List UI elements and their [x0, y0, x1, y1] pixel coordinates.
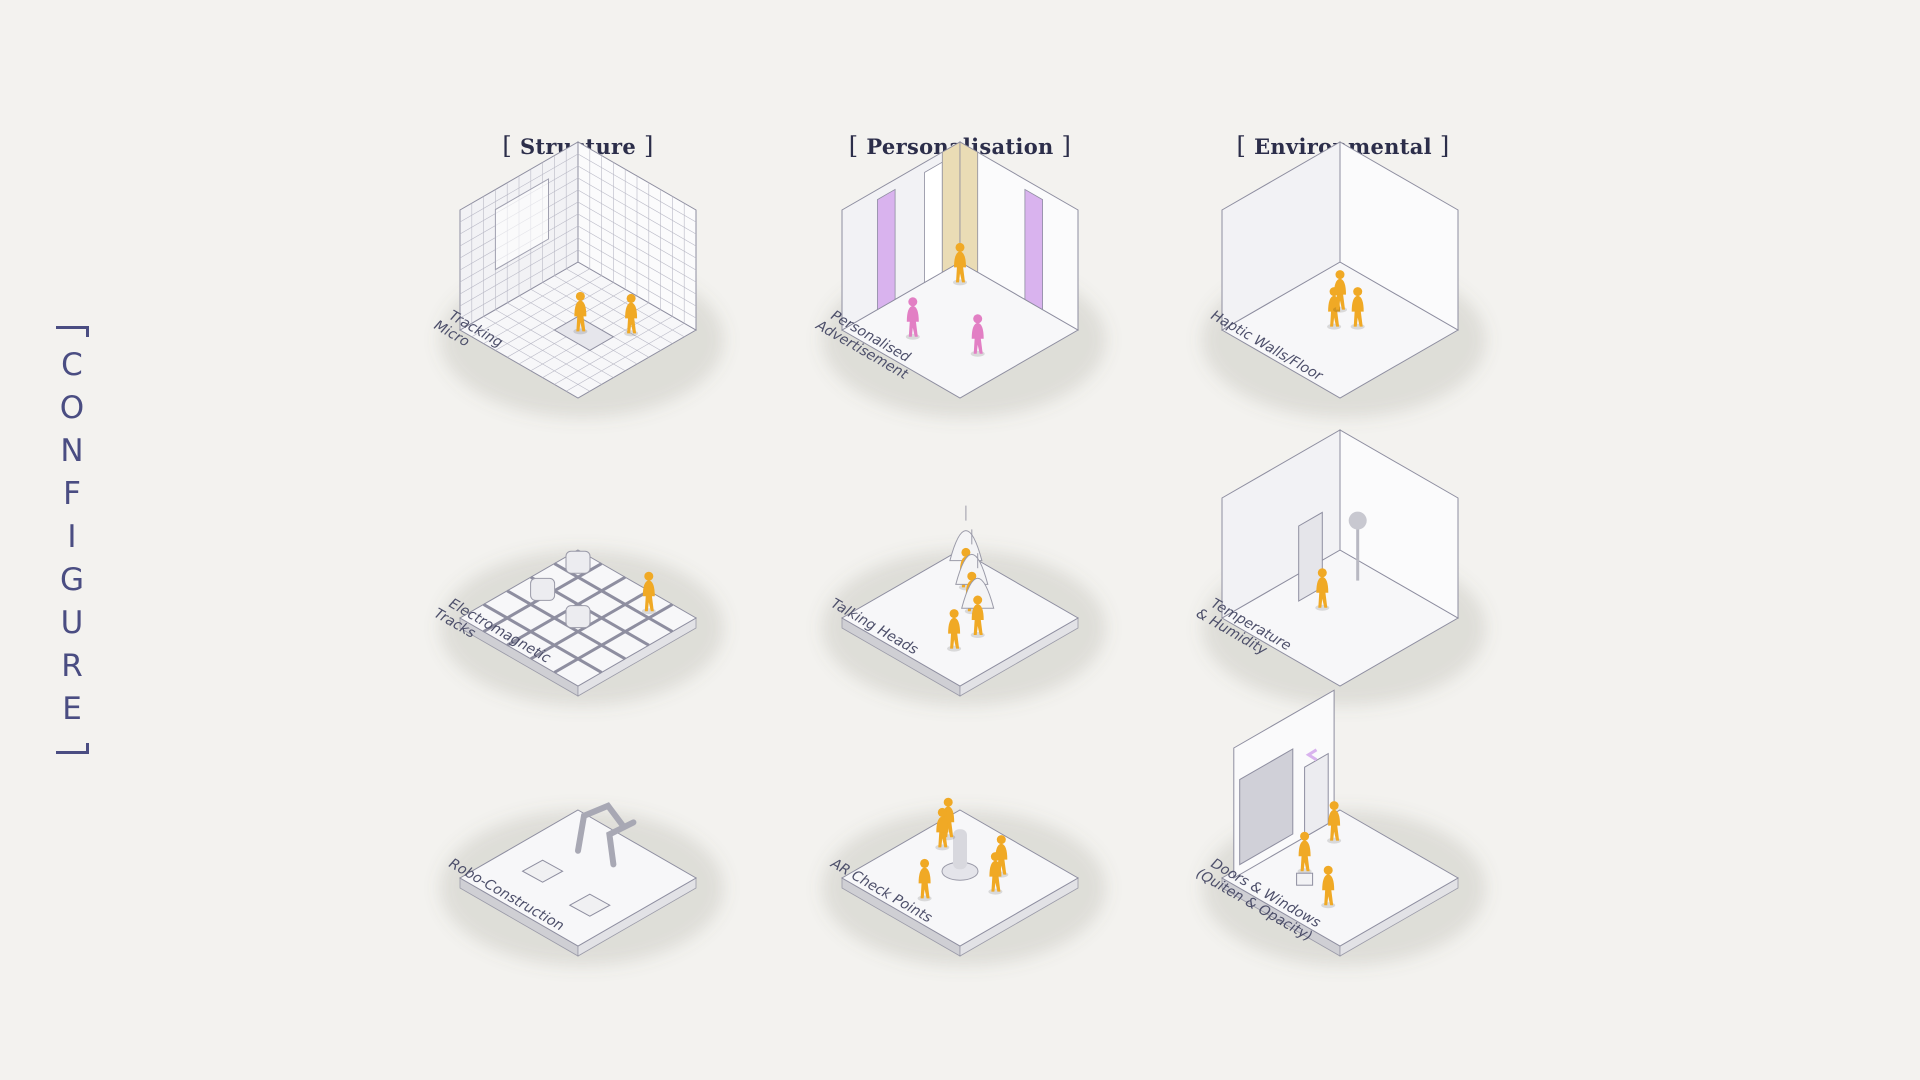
side-title-letter: N	[60, 433, 84, 469]
tile-talking-heads: Talking Heads	[810, 478, 1110, 728]
person-figure	[1315, 568, 1330, 611]
isometric-illustration: Temperature& Humidity	[1193, 429, 1486, 706]
monitor	[1296, 872, 1314, 886]
side-title-letter: E	[62, 691, 82, 727]
side-title-letter: G	[59, 562, 85, 598]
person-figure	[1333, 270, 1347, 313]
tile-haptic-walls: Haptic Walls/Floor	[1190, 141, 1490, 440]
building-block	[521, 859, 564, 883]
display-panel	[941, 141, 961, 273]
chair	[530, 577, 556, 601]
robot-arm	[606, 819, 637, 868]
isometric-illustration: Haptic Walls/Floor	[1202, 141, 1486, 418]
person-figure	[935, 807, 950, 851]
display-panel	[877, 188, 896, 311]
floor-plate	[458, 809, 698, 947]
track-line	[482, 603, 603, 674]
tile-ar-check-points: AR Check Points	[810, 738, 1110, 988]
tile-doors-windows: Doors & Windows(Quiten & Opacity)	[1190, 689, 1490, 988]
track-line	[553, 603, 674, 674]
person-figure	[970, 314, 985, 357]
tile-robo-construction: Robo-Construction	[428, 738, 728, 988]
side-title-bracket-top	[56, 326, 89, 337]
track-line	[553, 562, 674, 633]
speaker-hood	[955, 553, 989, 585]
isometric-illustration: Doors & Windows(Quiten & Opacity)	[1193, 689, 1486, 966]
isometric-illustration: AR Check Points	[822, 797, 1106, 966]
display-panel	[1024, 188, 1044, 311]
tile-temperature-humidity: Temperature& Humidity	[1190, 429, 1490, 728]
speaker-hood	[961, 577, 995, 609]
person-figure	[573, 291, 588, 335]
window-glass	[1239, 748, 1294, 866]
person-figure	[1327, 801, 1342, 844]
display-panel	[959, 141, 979, 273]
floor-plate	[840, 549, 1080, 687]
wall-right	[1339, 141, 1459, 331]
chair	[565, 550, 591, 574]
screen-panel	[494, 178, 549, 271]
display-panel	[924, 161, 943, 284]
speaker-hood	[949, 530, 983, 562]
wall-right	[1339, 429, 1459, 619]
building-block	[568, 893, 611, 917]
isometric-illustration: Talking Heads	[822, 505, 1106, 706]
side-title-letter: O	[59, 390, 85, 426]
person-figure	[905, 297, 920, 340]
side-title-letter: C	[61, 347, 83, 383]
person-figure	[1350, 287, 1365, 330]
side-title-letter: I	[67, 519, 77, 555]
door-panel	[1304, 752, 1329, 839]
person-figure	[970, 595, 985, 638]
arrow-icon	[1305, 748, 1318, 762]
person-figure	[947, 609, 962, 652]
person-figure	[953, 242, 967, 286]
person-figure	[1321, 865, 1336, 909]
statue	[953, 829, 967, 870]
plant-leaves	[1348, 511, 1367, 530]
side-title-bracket-bottom	[56, 743, 89, 754]
side-title-letter: R	[61, 648, 83, 684]
isometric-illustration: Robo-Construction	[440, 802, 724, 966]
chair	[565, 605, 591, 629]
side-title-letter: U	[60, 605, 84, 641]
person-figure	[641, 571, 656, 615]
side-title-letter: F	[63, 476, 81, 512]
person-figure	[624, 293, 639, 337]
sofa-seat	[553, 315, 615, 351]
door-frame	[1298, 511, 1323, 602]
person-figure	[917, 858, 932, 902]
robot-arm	[575, 802, 626, 854]
person-figure	[988, 852, 1003, 895]
